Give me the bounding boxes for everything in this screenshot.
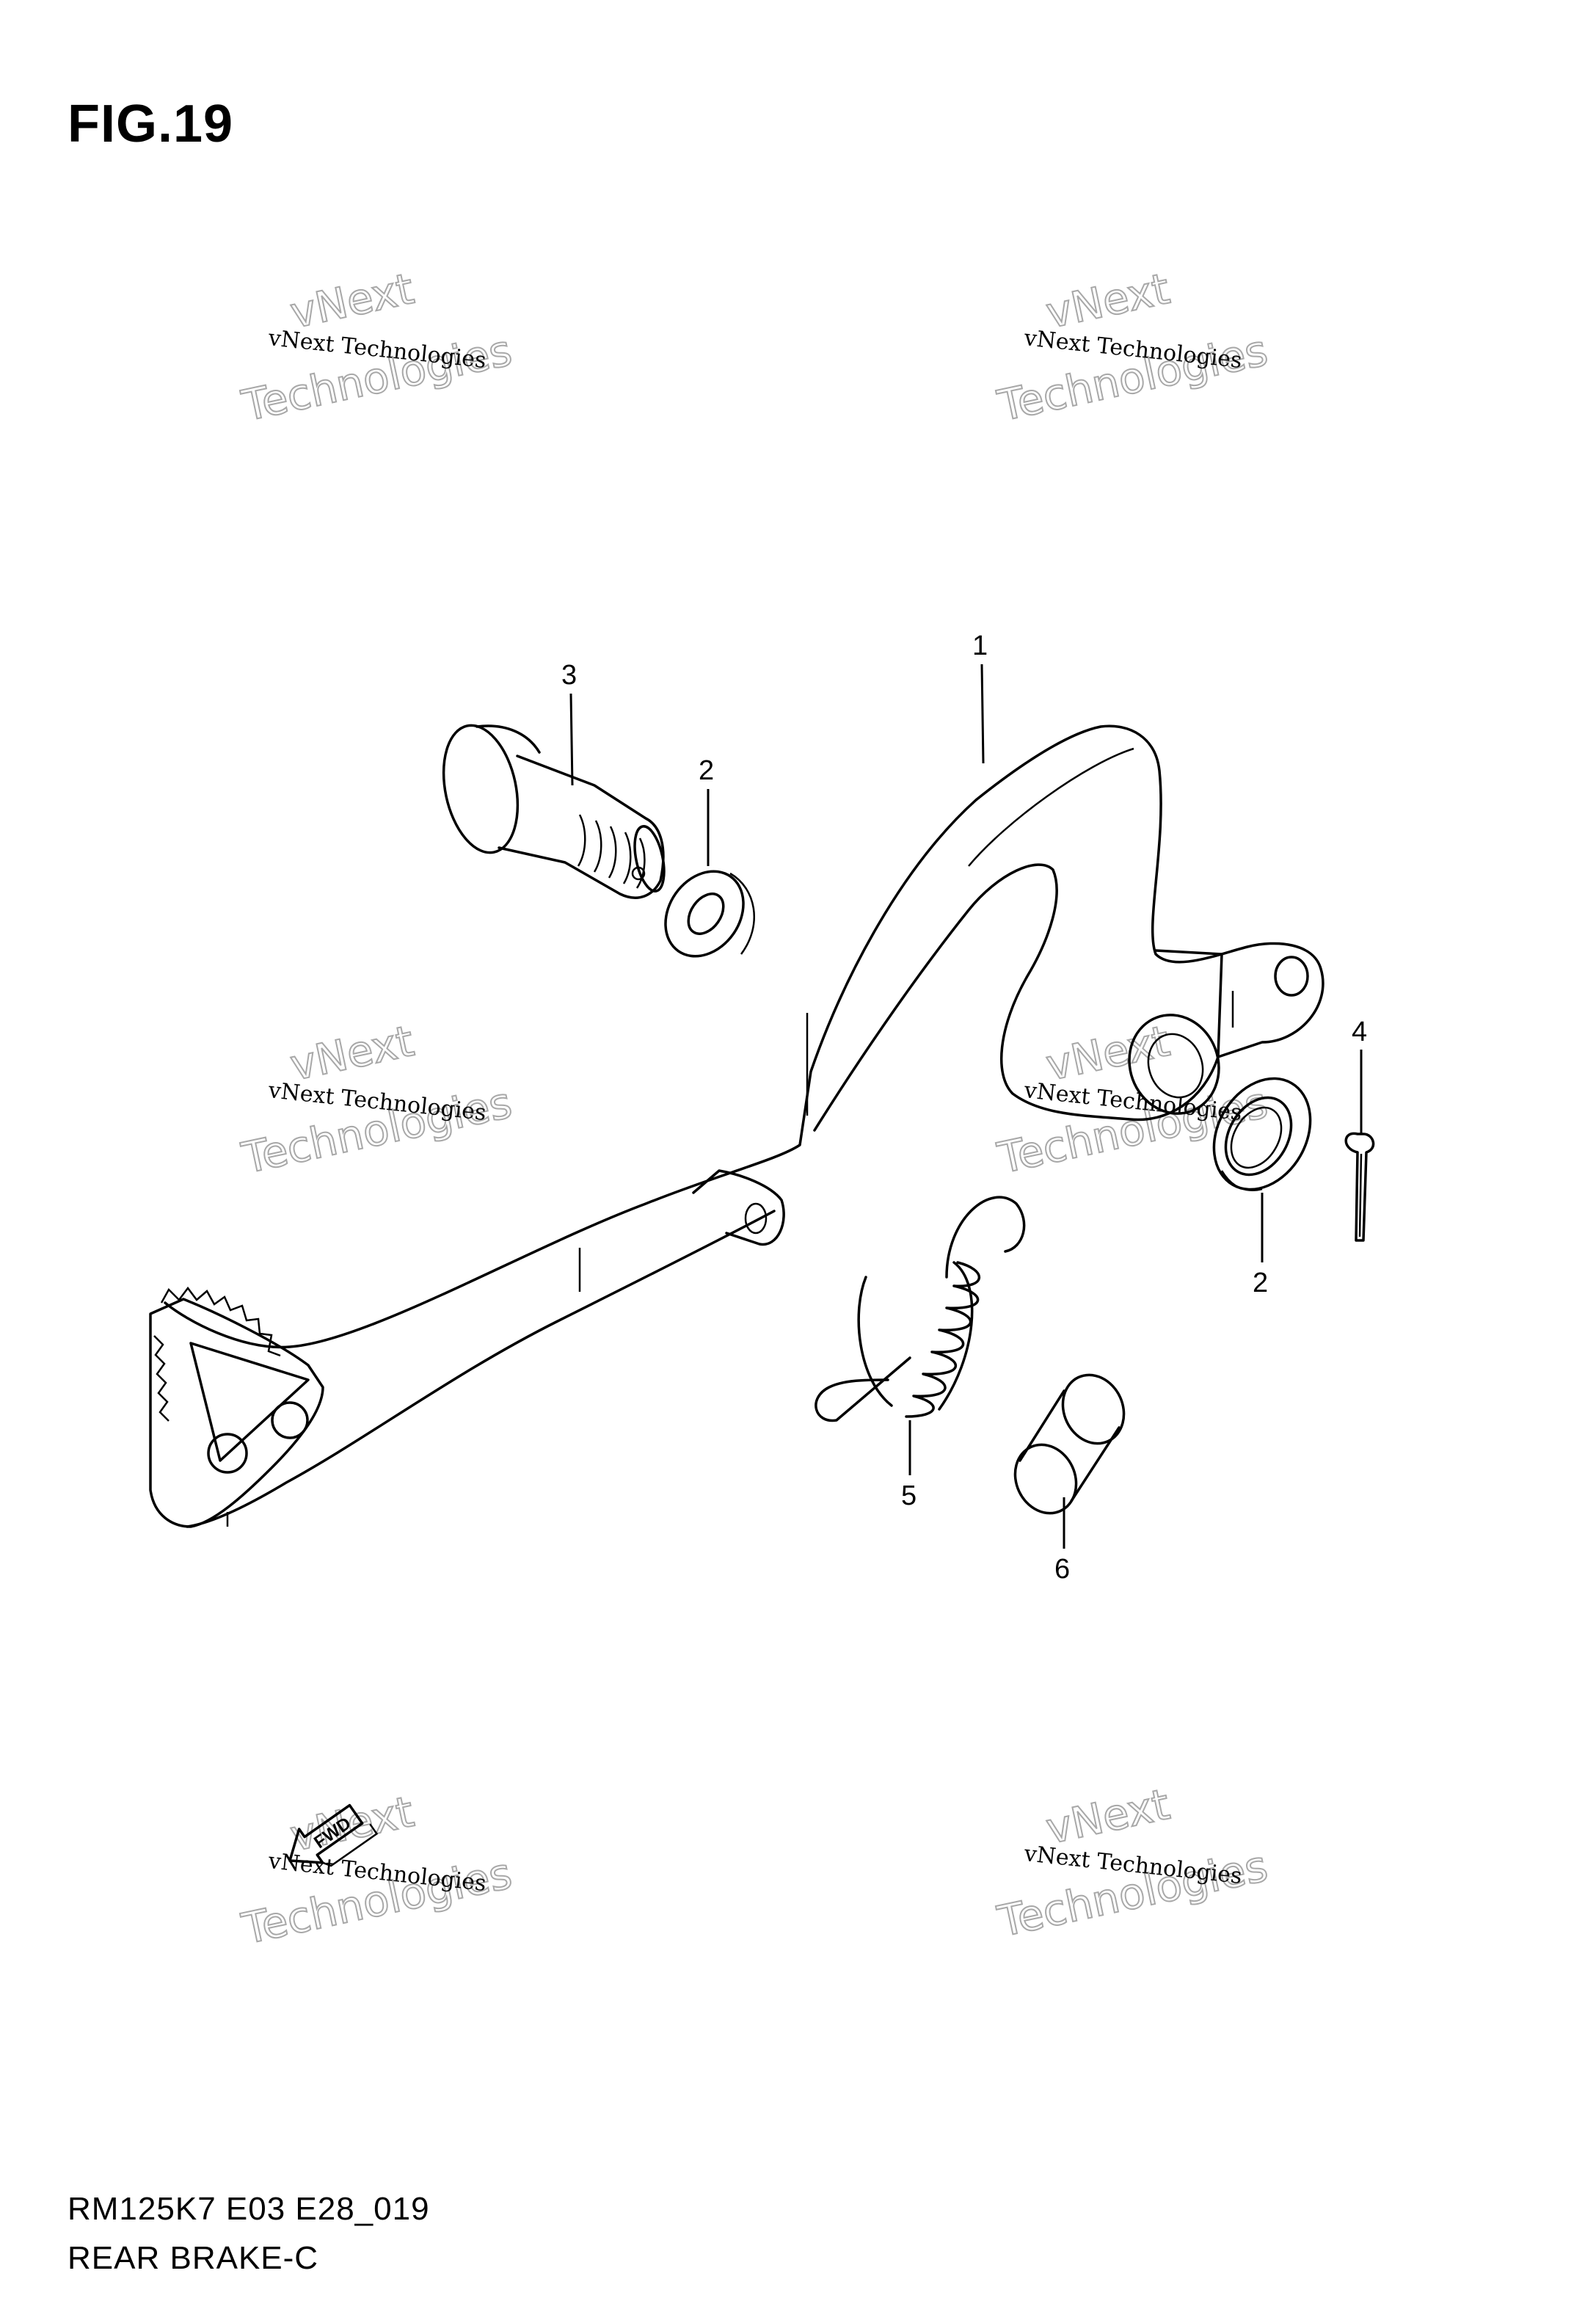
watermark-outline-text: vNext <box>1042 263 1174 338</box>
pivot-bolt-head-rim <box>475 724 541 754</box>
spring-coil <box>905 1261 981 1418</box>
watermark: vNext Technologies vNext Technologies <box>993 1778 1273 1947</box>
brake-pedal-tip-window <box>189 1342 310 1462</box>
brake-pedal-pivot-boss <box>1128 1014 1220 1115</box>
fwd-arrow-shadow <box>322 1823 379 1867</box>
brake-pedal-tip-hole <box>207 1433 248 1474</box>
figure-title: FIG.19 <box>68 95 234 153</box>
spring-bottom-hook <box>815 1356 911 1422</box>
watermark: vNext Technologies vNext Technologies <box>237 1015 517 1184</box>
watermark-outline-text: vNext <box>286 263 418 338</box>
washer-upper <box>664 870 756 958</box>
spring-coil-right <box>938 1261 974 1411</box>
seal-edge <box>1220 1170 1263 1191</box>
spring-coil-left <box>857 1276 893 1407</box>
diagram-name: REAR BRAKE-C <box>68 2240 319 2276</box>
return-spring <box>815 1196 1026 1422</box>
cotter-pin-split <box>1358 1153 1363 1237</box>
washer-outer <box>664 870 745 958</box>
brake-pedal-pivot-bore <box>1147 1033 1204 1099</box>
brake-pedal-lug-hole <box>1274 956 1309 997</box>
cotter-pin-body <box>1344 1132 1375 1242</box>
bushing-end-back <box>1061 1373 1126 1445</box>
washer-edge <box>729 872 756 955</box>
brake-pedal-tip-teeth <box>160 1286 281 1357</box>
pivot-bolt-head <box>442 724 520 854</box>
watermark: vNext Technologies vNext Technologies <box>237 1786 517 1955</box>
pivot-bolt-thread <box>577 814 646 889</box>
seal-outer <box>1212 1077 1312 1191</box>
brake-pedal-tip <box>149 1298 324 1528</box>
brake-pedal-tip-teeth <box>153 1335 170 1422</box>
bushing-side <box>1019 1389 1121 1502</box>
diagram-code: RM125K7 E03 E28_019 <box>68 2191 430 2227</box>
callout-5: 5 <box>901 1480 917 1511</box>
pivot-bolt-shank <box>498 755 665 899</box>
brake-pedal-ridge <box>968 747 1134 867</box>
watermark: vNext Technologies vNext Technologies <box>237 263 517 432</box>
brake-pedal <box>149 724 1324 1528</box>
brake-pedal-spring-tab <box>692 1169 785 1246</box>
spring-top-hook <box>945 1196 1026 1279</box>
pivot-bolt-pin-hole <box>631 866 646 881</box>
callout-2-lower: 2 <box>1253 1268 1268 1298</box>
callout-2-upper: 2 <box>699 755 714 786</box>
bushing <box>1013 1373 1126 1515</box>
watermark-outline-text: vNext <box>286 1786 418 1861</box>
cotter-pin <box>1344 1132 1375 1242</box>
watermark-outline-text: vNext <box>1042 1016 1174 1091</box>
leader-line-3 <box>569 693 574 786</box>
callout-6: 6 <box>1054 1554 1070 1585</box>
pivot-bolt-end <box>633 825 666 893</box>
bushing-end-front <box>1013 1443 1078 1515</box>
seal-inner <box>1224 1096 1293 1177</box>
brake-pedal-lug <box>1154 949 1223 1058</box>
brake-pedal-spring-hole <box>744 1202 768 1235</box>
leader-line-1 <box>980 664 985 764</box>
seal-washer <box>1212 1077 1312 1191</box>
watermark-outline-text: vNext <box>1042 1779 1174 1854</box>
seal-inner-lip <box>1230 1106 1283 1169</box>
pivot-bolt <box>442 724 666 899</box>
watermark-outline-text: vNext <box>286 1016 418 1091</box>
brake-pedal-arm <box>164 724 1324 1349</box>
callout-3: 3 <box>561 660 577 691</box>
brake-pedal-tip-hole <box>271 1401 309 1439</box>
watermark-group: vNext Technologies vNext Technologies vN… <box>237 263 1273 1955</box>
watermark: vNext Technologies vNext Technologies <box>993 263 1273 432</box>
callout-4: 4 <box>1352 1017 1367 1047</box>
brake-pedal-arm-lower-edge <box>186 1210 776 1528</box>
callout-1: 1 <box>972 630 988 661</box>
washer-inner <box>687 893 725 935</box>
fwd-arrow-icon <box>288 1803 364 1864</box>
